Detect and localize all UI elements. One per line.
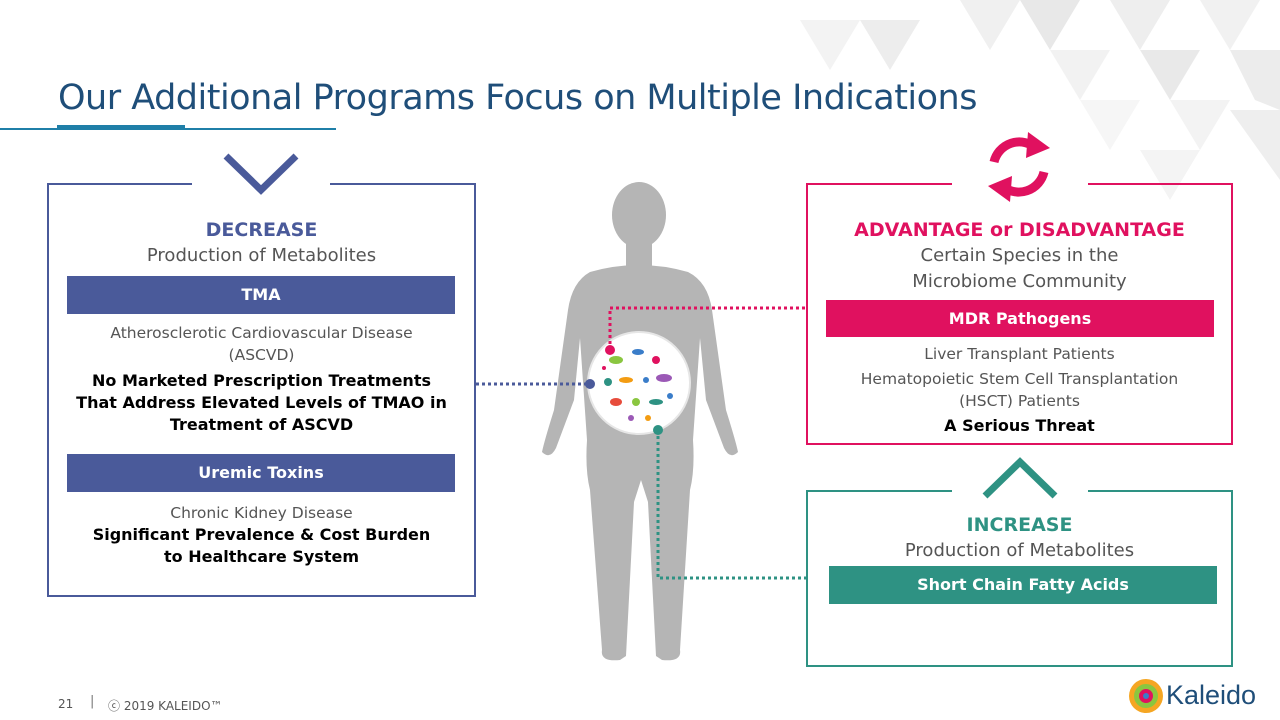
page-title: Our Additional Programs Focus on Multipl… <box>58 78 977 118</box>
background-triangles <box>800 0 1280 200</box>
tma-disease-line1: Atherosclerotic Cardiovascular Disease <box>110 324 413 342</box>
tma-bold-line1: No Marketed Prescription Treatments <box>92 371 431 390</box>
uremic-bold-line1: Significant Prevalence & Cost Burden <box>92 525 431 544</box>
advantage-heading: ADVANTAGE or DISADVANTAGE <box>854 219 1185 241</box>
page-number: 21 <box>58 697 74 711</box>
uremic-toxins-label: Uremic Toxins <box>67 454 455 492</box>
connector-lines <box>476 306 806 580</box>
serious-threat: A Serious Threat <box>944 416 1095 435</box>
patients-line1: Liver Transplant Patients <box>924 345 1115 363</box>
copyright: ⓒ 2019 KALEIDO™ <box>108 699 223 713</box>
patients-line2: Hematopoietic Stem Cell Transplantation <box>860 370 1179 388</box>
footer-separator: | <box>90 694 95 709</box>
tma-bold-line3: Treatment of ASCVD <box>169 415 354 434</box>
patients-line3: (HSCT) Patients <box>959 392 1080 410</box>
kaleido-logo-text: Kaleido <box>1166 680 1257 710</box>
tma-label: TMA <box>67 276 455 314</box>
chevron-down-icon <box>223 153 299 195</box>
uremic-bold-line2: to Healthcare System <box>163 547 359 566</box>
refresh-cycle-icon <box>988 132 1050 202</box>
mdr-pathogens-label: MDR Pathogens <box>826 300 1214 337</box>
advantage-sub-line2: Microbiome Community <box>912 271 1127 292</box>
advantage-sub-line1: Certain Species in the <box>920 245 1119 266</box>
microbiome-icon <box>587 331 691 435</box>
chevron-up-icon <box>982 457 1058 499</box>
kaleido-logo-icon <box>1129 679 1163 713</box>
scfa-label: Short Chain Fatty Acids <box>829 566 1217 604</box>
decrease-subheading: Production of Metabolites <box>146 245 377 266</box>
increase-heading: INCREASE <box>966 514 1073 536</box>
decrease-heading: DECREASE <box>205 219 318 241</box>
tma-disease-line2: (ASCVD) <box>228 346 295 364</box>
increase-subheading: Production of Metabolites <box>904 540 1135 561</box>
title-underline-accent <box>57 125 185 130</box>
tma-bold-line2: That Address Elevated Levels of TMAO in <box>76 393 447 412</box>
uremic-disease: Chronic Kidney Disease <box>170 504 353 522</box>
